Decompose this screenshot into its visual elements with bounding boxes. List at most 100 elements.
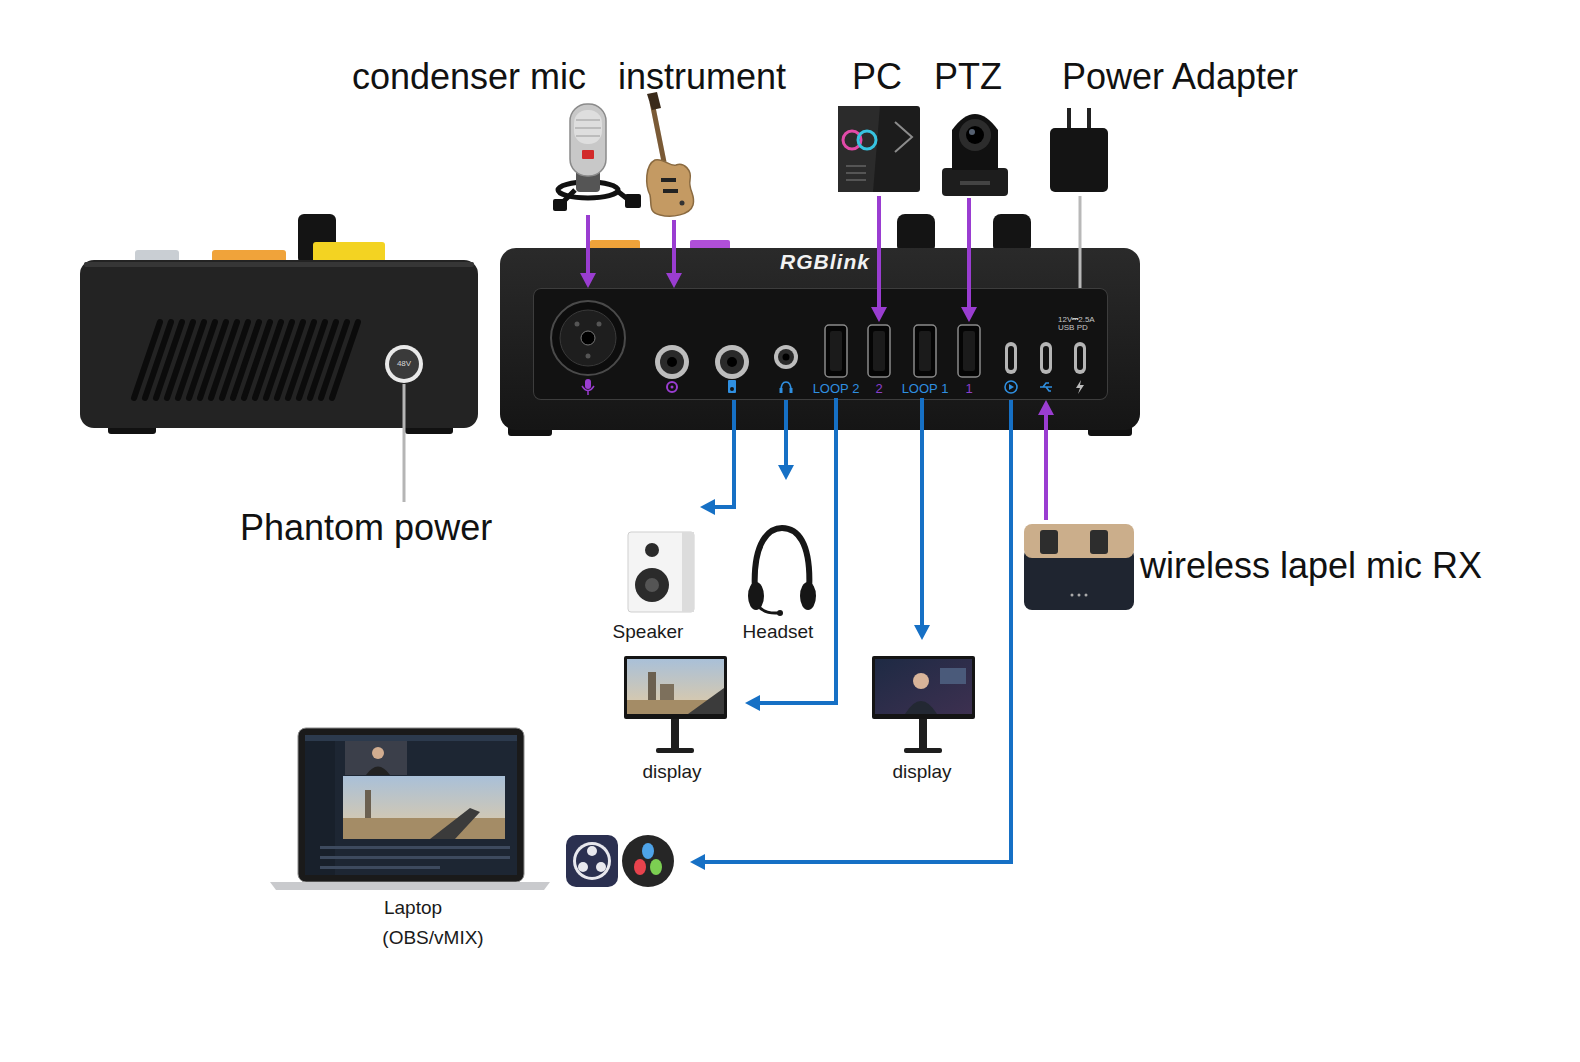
play-symbol [1009, 384, 1014, 390]
headset-icon-part [758, 606, 778, 613]
line-out-symbol [728, 380, 736, 393]
display-monitor-icon-part [656, 748, 694, 753]
side-view-device-part [385, 345, 423, 383]
condenser-mic-icon-part [582, 150, 594, 159]
lapel-mic-receiver-case-part [1085, 594, 1088, 597]
jack-port [720, 350, 744, 374]
device-caption: Speaker [613, 621, 684, 643]
power-spec: 12V⎓2.5A USB PD [1058, 316, 1104, 333]
usb-c-socket [1040, 342, 1052, 374]
hdmi-socket [868, 325, 890, 377]
laptop-icon-part [320, 866, 440, 869]
connector-line [703, 400, 1011, 862]
output-device: display [600, 652, 745, 785]
speaker-icon-part [645, 578, 659, 592]
hdmi-port: LOOP 1 [898, 322, 952, 398]
resolve-icon [622, 835, 674, 887]
xlr-pin [575, 322, 580, 327]
power-adapter-icon-part [1067, 108, 1071, 130]
device-label: wireless lapel mic RX [1140, 546, 1482, 586]
laptop-icon-part [345, 741, 407, 775]
side-view-device-part [389, 349, 419, 379]
pc-tower-icon-part [858, 131, 876, 149]
obs-icon [566, 835, 618, 887]
display-monitor-icon-part [671, 719, 679, 749]
laptop-icon-part [305, 735, 517, 741]
pc-tower-icon-part [895, 122, 912, 152]
ptz-camera-icon-part [966, 126, 984, 144]
device-label: condenser mic [352, 57, 586, 97]
guitar-icon-part [680, 201, 685, 206]
connector [745, 398, 836, 711]
display-monitor-icon [872, 656, 975, 753]
arrowhead [745, 695, 760, 711]
button-label: 48V [397, 360, 411, 368]
pc-tower-icon-part [846, 172, 866, 174]
headset-icon-part [777, 610, 783, 616]
xlr-port [581, 331, 595, 345]
mic-symbol [585, 379, 591, 389]
hdmi-socket [825, 325, 847, 377]
laptop-icon [270, 728, 550, 890]
condenser-mic-icon-part [553, 199, 567, 211]
condenser-mic-icon-part [575, 128, 601, 129]
laptop-icon-part [430, 808, 480, 839]
headset-icon-part [755, 528, 810, 592]
condenser-mic-icon-part [570, 104, 606, 176]
power-device: Power Adapter [1045, 55, 1310, 196]
receiver-device: wireless lapel mic RX [1018, 520, 1495, 612]
device-label: Power Adapter [1062, 57, 1298, 97]
usb-c-socket [1005, 342, 1017, 374]
display-monitor-icon-part [875, 659, 972, 714]
xlr-port [551, 301, 625, 375]
laptop-icon-part [320, 856, 510, 859]
laptop-icon-part [305, 735, 517, 875]
side-view-device-part [84, 262, 474, 267]
display-monitor-icon-part [660, 684, 674, 702]
instrument-symbol [667, 382, 677, 392]
resolve-icon-part [634, 859, 646, 875]
guitar-icon-part [661, 178, 676, 182]
condenser-mic-icon [553, 104, 641, 211]
speaker-icon-part [635, 568, 669, 602]
side-view-device [80, 214, 478, 502]
laptop-icon-part [343, 776, 505, 839]
headphone-port [774, 345, 798, 369]
obs-icon-part [576, 845, 608, 877]
speaker-icon-part [682, 532, 694, 612]
hdmi-port: 2 [866, 322, 892, 398]
resolve-icon-part [622, 835, 674, 887]
port-label: LOOP 1 [902, 382, 949, 397]
play-symbol [1005, 381, 1017, 393]
pc-tower-icon-part [846, 179, 866, 181]
display-monitor-icon [624, 656, 727, 753]
power-adapter-icon-part [1087, 108, 1091, 130]
connector-line [758, 398, 836, 703]
guitar-icon [647, 92, 694, 216]
hdmi-socket [958, 325, 980, 377]
hdmi-port: 1 [956, 322, 982, 398]
device-caption: Laptop [384, 897, 442, 919]
usb-c-socket [1074, 342, 1086, 374]
ptz-camera-icon-part [959, 119, 991, 151]
source-device: PC [830, 55, 925, 196]
jack-port [660, 350, 684, 374]
device-caption: display [892, 761, 951, 783]
display-monitor-icon-part [919, 719, 927, 749]
display-monitor-icon-part [913, 673, 929, 689]
usb-c-socket [1077, 346, 1083, 370]
pc-tower-icon-part [846, 165, 866, 167]
condenser-mic-icon-part [576, 120, 600, 121]
hdmi-socket [873, 331, 885, 371]
device-caption: (OBS/vMIX) [382, 927, 483, 949]
arrowhead [690, 854, 705, 870]
lapel-mic-receiver-case-part [1040, 530, 1058, 554]
ptz-camera-icon-part [960, 181, 990, 185]
guitar-icon-part [663, 189, 678, 193]
obs-icon-part [578, 862, 588, 872]
pc-tower-icon-part [838, 106, 880, 192]
condenser-mic-icon-part [560, 190, 634, 205]
side-grille [134, 322, 358, 398]
